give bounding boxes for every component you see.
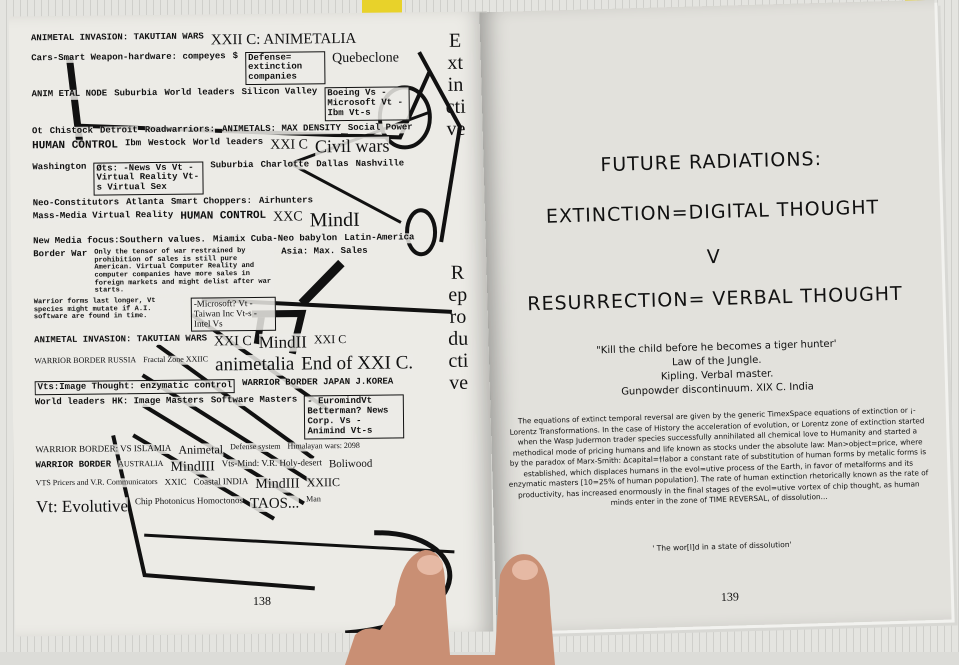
diagram-label: ANIM ETAL NODE	[31, 88, 108, 101]
diagram-label: Vts-Mind: V.R. Holy-desert	[221, 457, 322, 470]
diagram-label: Ibm	[124, 137, 142, 149]
hand-holding-book	[345, 550, 555, 665]
diagram-label: VTS Pricers and V.R. Communicators	[35, 477, 158, 489]
diagram-label: World leaders	[164, 87, 235, 99]
diagram-label: $	[232, 50, 239, 62]
diagram-label: End of XXI C.	[301, 352, 414, 376]
page-number: 138	[252, 593, 271, 608]
diagram-label: XXII C: ANIMETALIA	[210, 30, 357, 49]
diagram-label: ANIMETALS: MAX DENSITY	[221, 122, 341, 136]
diagram-label: MindIII	[255, 476, 300, 493]
diagram-label: XXIIC	[306, 475, 341, 491]
diagram-label: AUSTRALIA	[118, 458, 164, 470]
diagram-label: Defense system	[230, 441, 281, 452]
diagram-label: Miamix Cuba-Neo babylon	[212, 233, 338, 246]
right-page: FUTURE RADIATIONS: EXTINCTION=DIGITAL TH…	[479, 0, 952, 633]
diagram-label: MindIII	[170, 459, 215, 476]
diagram-label: Washington	[32, 161, 87, 173]
diagram-label: - EuromindVt Betterman? News Corp. Vs - …	[304, 394, 405, 440]
diagram-label: Dallas	[316, 158, 349, 170]
diagram-label: Software Masters	[210, 394, 298, 407]
diagram-label: ANIMETAL INVASION: TAKUTIAN WARS	[30, 31, 204, 45]
diagram-label: Social Power	[347, 122, 413, 134]
diagram-label: World leaders	[34, 396, 106, 409]
title-line: FUTURE RADIATIONS:	[600, 147, 823, 177]
vertical-text-reproductive: Reproductive	[448, 261, 469, 394]
diagram-label: Vt: Evolutive	[35, 496, 129, 517]
diagram-label: ANIMETAL INVASION: TAKUTIAN WARS	[34, 333, 208, 346]
diagram-label: Nashville	[355, 157, 405, 170]
diagram-label: Coastal INDIA	[193, 476, 249, 488]
diagram-label: Asia: Max. Sales	[281, 245, 368, 258]
title-line: EXTINCTION=DIGITAL THOUGHT	[545, 196, 880, 228]
title-line: V	[706, 245, 722, 269]
diagram-label: Latin-America	[344, 232, 415, 245]
diagram-label: Warrior forms last longer, Vt species mi…	[34, 297, 184, 323]
diagram-label: Fractal Zone XXIIC	[143, 354, 209, 366]
page-number: 139	[720, 589, 740, 604]
diagram-label: Quebeclone	[331, 49, 400, 67]
diagram-label: HUMAN CONTROL	[32, 139, 119, 153]
diagram-label: Boeing Vs -Microsoft Vt -Ibm Vt-s	[324, 86, 410, 122]
diagram-label: Detroit	[99, 125, 138, 137]
diagram-label: Vts:Image Thought: enzymatic control	[34, 379, 236, 396]
diagram-label: Suburbia	[114, 88, 158, 100]
diagram-label: TAOS...	[249, 495, 300, 513]
diagram-label: New Media focus:Southern values.	[33, 234, 207, 248]
left-page: ANIMETAL INVASION: TAKUTIAN WARS XXII C: …	[8, 11, 494, 637]
diagram-label: -Microsoft? Vt -Taiwan Inc Vt-s -Intel V…	[190, 296, 277, 332]
diagram-label: MindII	[258, 332, 308, 353]
diagram-label: Animetal	[178, 442, 224, 457]
diagram-label: MindI	[309, 208, 360, 232]
diagram-label: Roadwarriors:	[144, 124, 216, 136]
diagram-label: XXI C	[213, 333, 252, 350]
diagram-label: Himalayan wars: 2098	[287, 440, 360, 452]
diagram-label: Mass-Media Virtual Reality	[32, 209, 174, 223]
diagram-label: WARRIOR BORDER	[35, 459, 112, 472]
diagram-label: Neo-Constitutors	[32, 197, 120, 210]
vertical-text-extinctive: Extinctive	[445, 29, 466, 140]
diagram-label: Suburbia	[210, 159, 254, 171]
body-paragraph: The equations of extinct temporal revers…	[508, 405, 929, 507]
diagram-label: Man	[306, 494, 321, 505]
diagram-label: Only the tensor of war restrained by pro…	[94, 247, 275, 296]
diagram-label: XXI C	[270, 137, 309, 153]
diagram-label: Chip Photonicus Homoctonos	[134, 494, 243, 507]
diagram-label: Border War	[33, 248, 88, 261]
diagram-label: Smart Choppers:	[170, 196, 253, 208]
diagram-label: Civil wars	[314, 135, 390, 157]
diagram-label: World leaders	[192, 136, 264, 149]
diagram-label: Boliwood	[328, 457, 373, 471]
diagram-label: HK: Image Masters	[111, 395, 204, 408]
diagram-label: animetalia	[214, 354, 295, 377]
diagram-label: Atlanta	[126, 197, 165, 209]
diagram-labels: ANIMETAL INVASION: TAKUTIAN WARS XXII C: …	[30, 30, 429, 579]
diagram-label: WARRIOR BORDER: VS ISLAMIA	[35, 442, 172, 455]
diagram-label: HUMAN CONTROL	[180, 209, 267, 223]
diagram-label: XXC	[273, 209, 303, 226]
diagram-label: Westock	[148, 137, 187, 149]
title-line: RESURRECTION= VERBAL THOUGHT	[527, 282, 903, 316]
diagram-label: Airhunters	[258, 195, 314, 208]
diagram-label: Defense= extinction companies	[244, 50, 326, 86]
diagram-label: Chistock	[49, 125, 94, 137]
diagram-label: Ot	[31, 126, 43, 138]
diagram-label: WARRIOR BORDER RUSSIA	[34, 355, 137, 367]
diagram-label: Charlotte	[260, 158, 310, 171]
diagram-label: WARRIOR BORDER JAPAN J.KOREA	[242, 376, 394, 390]
diagram-label: XXIC	[164, 477, 187, 489]
diagram-label: Cars-Smart Weapon-hardware: compeyes	[31, 50, 226, 64]
diagram-label: XXI C	[313, 331, 347, 347]
diagram-label: Øts: -News Vs Vt - Virtual Reality Vt-s …	[93, 161, 204, 196]
diagram-label: Silicon Valley	[241, 86, 318, 99]
